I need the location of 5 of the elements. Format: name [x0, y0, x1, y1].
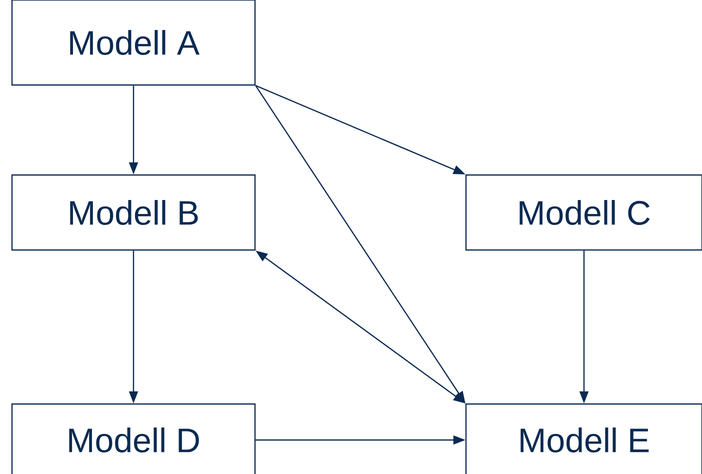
model-box: Modell A	[11, 0, 256, 86]
model-box: Modell D	[11, 403, 256, 474]
model-box: Modell E	[465, 403, 702, 474]
model-box: Modell C	[465, 174, 702, 251]
model-box: Modell B	[11, 174, 256, 251]
